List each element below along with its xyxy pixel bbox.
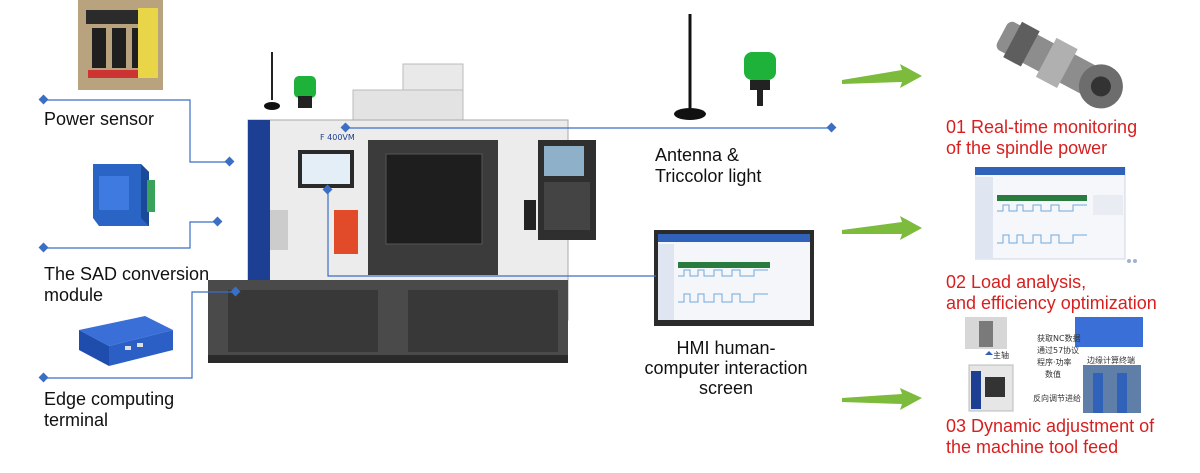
feed-panel-feedback-label: 反向调节进给 [1033, 394, 1081, 403]
feed-panel-bullet-4: 数值 [1045, 370, 1061, 379]
antenna-label-line2: Triccolor light [655, 166, 762, 186]
cnc-machine-image: F 400VM [208, 50, 603, 370]
feed-panel-bullet-1: 获取NC数据 [1037, 334, 1081, 343]
hmi-label-line1: HMI human- [676, 338, 776, 358]
feed-panel-edge-label: 边缘计算终端 [1087, 356, 1135, 365]
edge-terminal-label-line1: Edge computing [44, 389, 175, 409]
edge-terminal-label-line2: terminal [44, 410, 109, 430]
arrow-2 [842, 216, 922, 240]
edge-terminal-connector [44, 291, 234, 379]
benefit-1-line2: of the spindle power [946, 138, 1108, 158]
sad-module-label-line1: The SAD conversion [44, 264, 210, 284]
feed-panel-spindle-label: 主轴 [993, 351, 1009, 360]
power-sensor-photo [78, 0, 163, 90]
sad-module-label-line2: module [44, 285, 104, 305]
sad-module-photo [85, 160, 157, 228]
power-sensor-label: Power sensor [44, 109, 155, 129]
sad-module-connector [44, 221, 218, 249]
antenna-label-line1: Antenna & [655, 145, 740, 165]
benefit-arrows [842, 64, 922, 410]
benefit-3-line2: the machine tool feed [946, 437, 1119, 457]
edge-terminal-photo [75, 312, 175, 368]
arrow-1 [842, 64, 922, 88]
feed-panel-bullet-3: 程序·功率 [1037, 358, 1072, 367]
benefit-2-line2: and efficiency optimization [946, 293, 1157, 313]
hmi-label-line2: computer interaction [644, 358, 808, 378]
benefit-2-line1: 02 Load analysis, [946, 272, 1087, 292]
feed-adjustment-panel: 主轴 获取NC数据 通过57协议 程序·功率 数值 边缘计算终端 反向调节进给 [965, 315, 1145, 415]
antenna-photo [670, 12, 710, 122]
power-sensor-connector [44, 99, 230, 163]
feed-panel-bullet-2: 通过57协议 [1037, 346, 1080, 355]
benefit-1-line1: 01 Real-time monitoring [946, 117, 1138, 137]
arrow-3 [842, 388, 922, 410]
hmi-connector [327, 190, 656, 277]
benefit-3-line1: 03 Dynamic adjustment of [946, 416, 1155, 436]
load-analysis-screen [974, 166, 1137, 267]
hmi-label-line3: screen [698, 378, 754, 398]
tricolor-light-photo [740, 48, 780, 108]
machine-model-label: F 400VM [320, 133, 355, 142]
spindle-photo [985, 12, 1125, 112]
hmi-screen-image [654, 230, 814, 326]
